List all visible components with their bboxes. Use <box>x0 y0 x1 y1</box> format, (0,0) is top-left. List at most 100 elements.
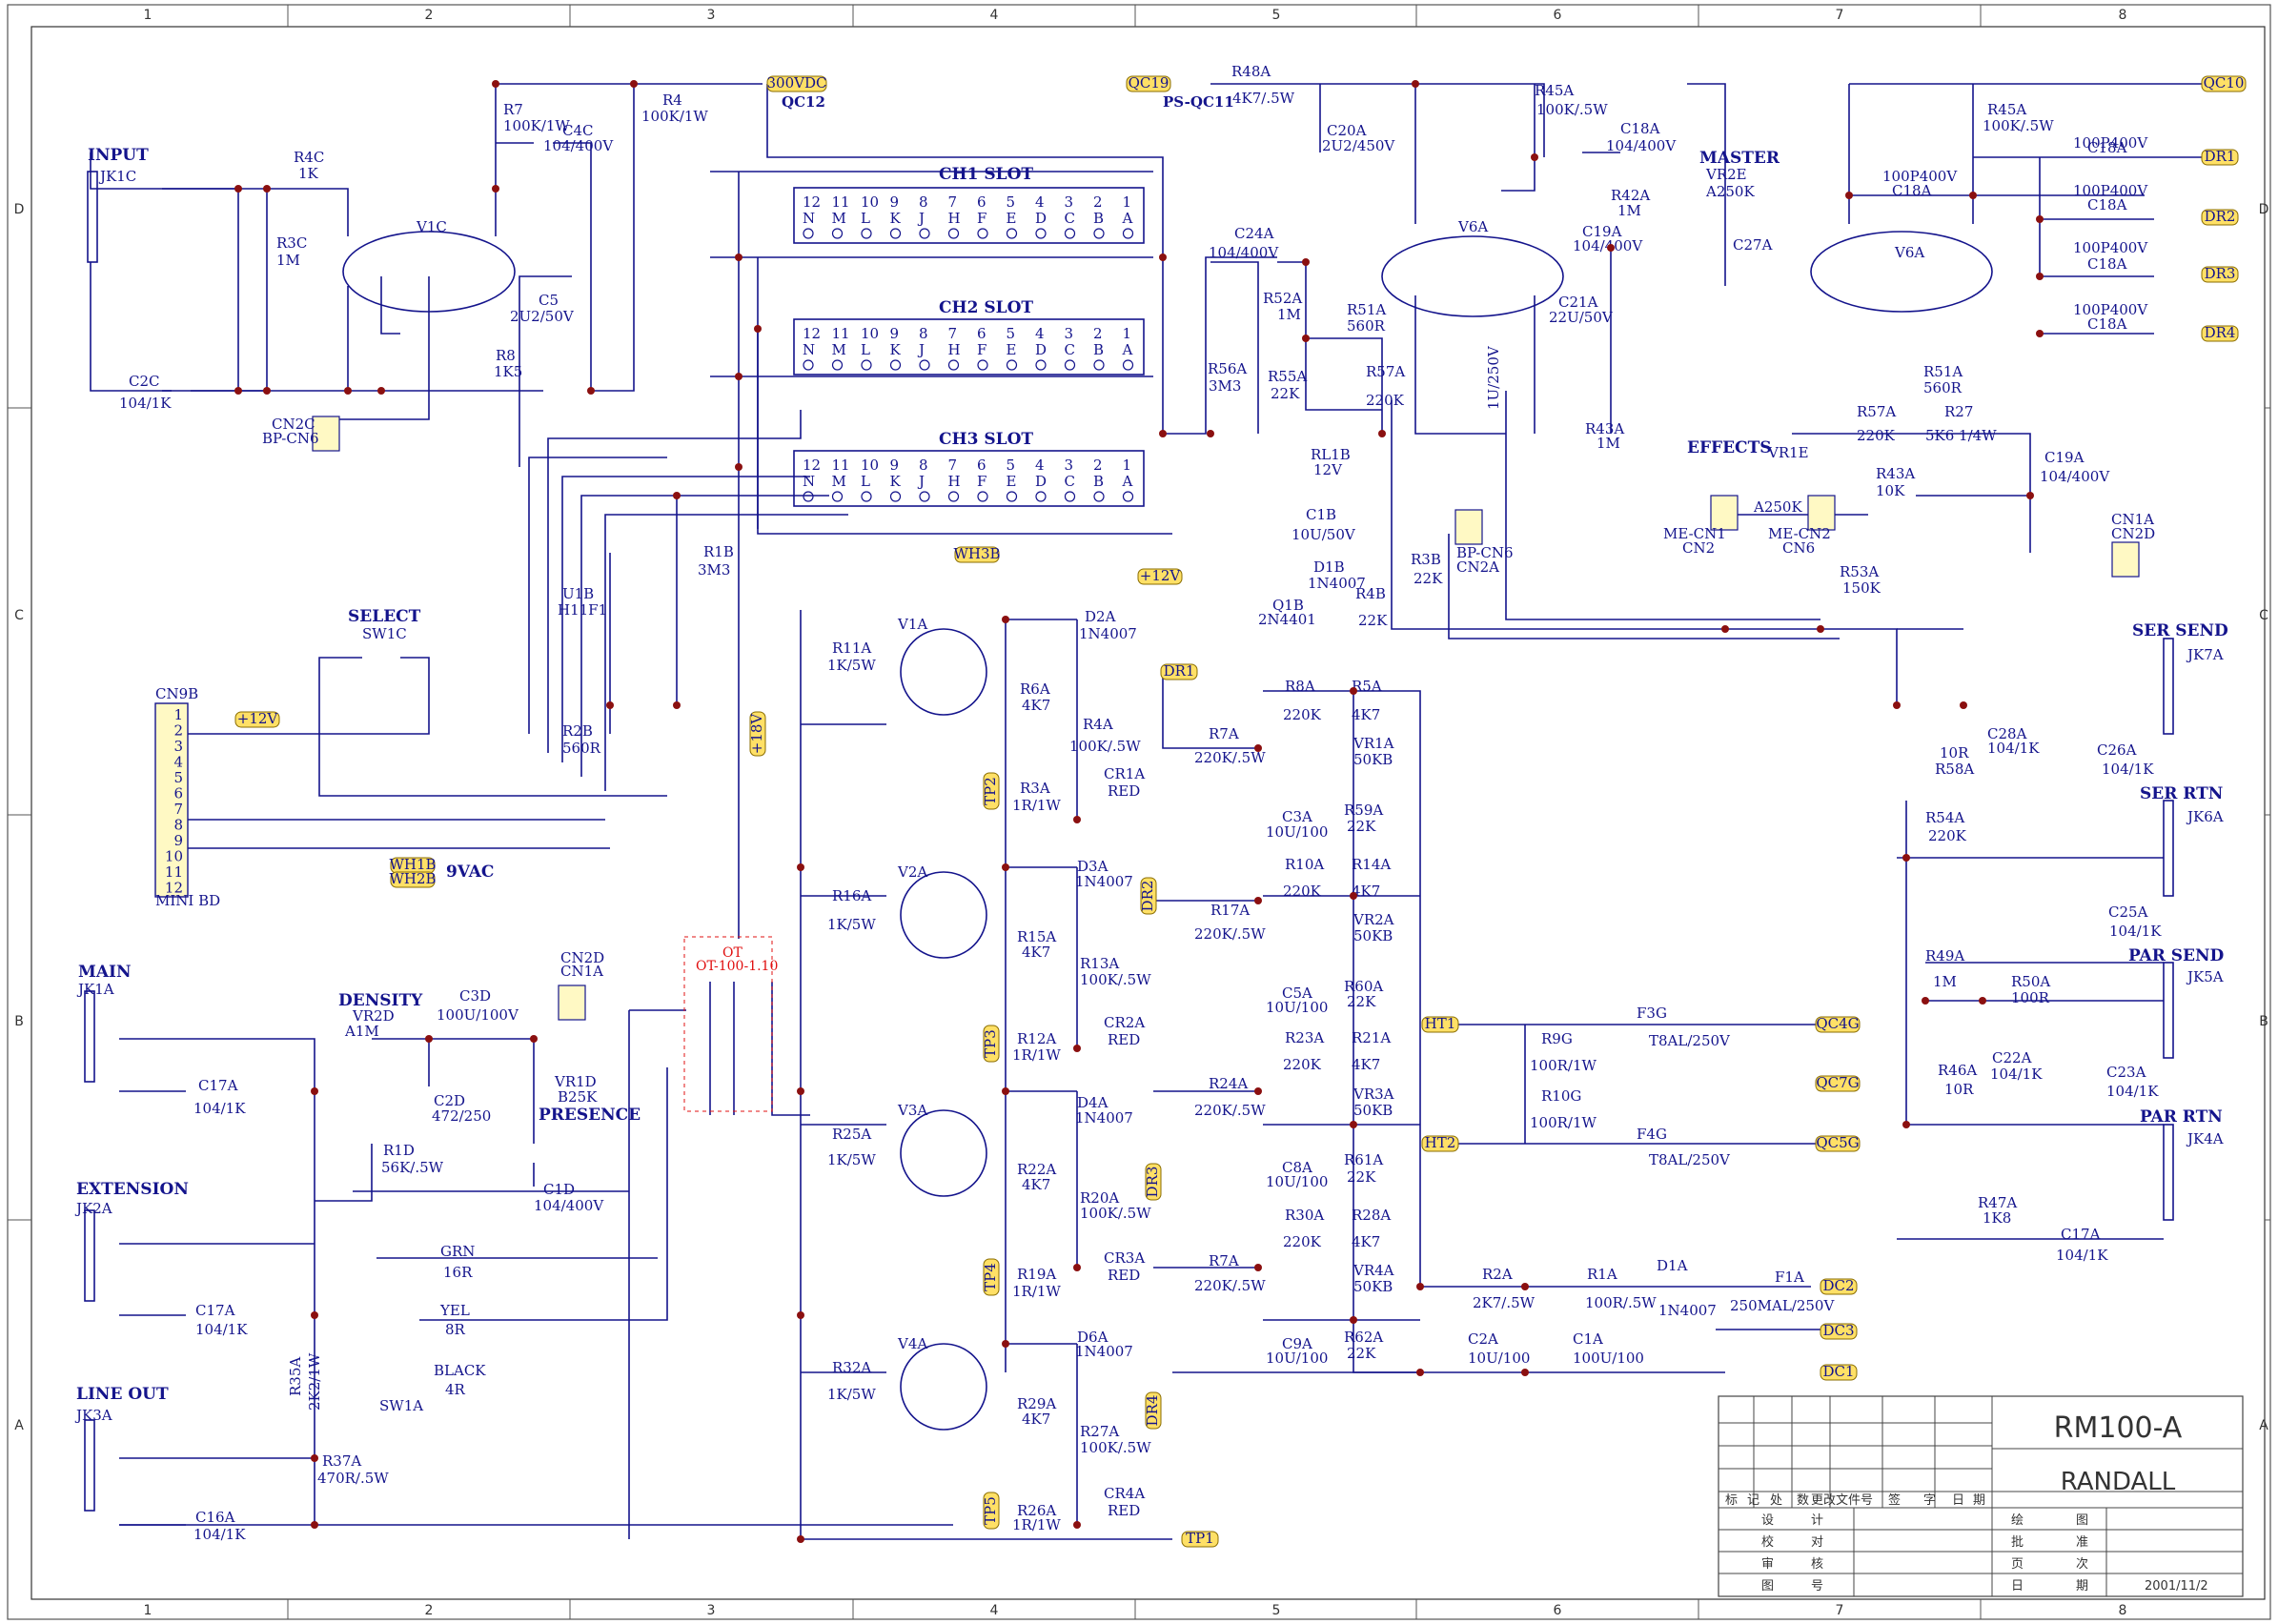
junction-dot <box>1350 1316 1357 1324</box>
slot-pin-letter: C <box>1065 341 1075 358</box>
cn9b-pin-number: 9 <box>173 832 183 849</box>
junction-dot <box>1302 335 1310 342</box>
net-tag-text: DR3 <box>1144 1167 1161 1198</box>
junction-dot <box>735 254 742 261</box>
net-tag-qc10 <box>2201 75 2247 92</box>
slot-pin <box>803 359 814 371</box>
slot-pin-letter: A <box>1122 210 1133 227</box>
junction-dot <box>2026 492 2034 499</box>
part-label-r27_v: 5K6 1/4W <box>1925 427 1997 444</box>
tb-header: 记 <box>1747 1493 1759 1508</box>
junction-dot <box>606 701 614 709</box>
net-tag-dc2 <box>1820 1278 1858 1295</box>
part-label-r35a_v: 2K2/1W <box>306 1352 323 1411</box>
ch1-title: CH1 SLOT <box>939 165 1033 184</box>
col-label: 4 <box>990 1603 999 1618</box>
slot-pin-number: 11 <box>832 325 850 342</box>
slot-pin-letter: A <box>1122 341 1133 358</box>
part-label-r7_v: 100K/1W <box>503 117 570 134</box>
part-label-bpcn6b: BP-CN6 <box>1456 544 1514 561</box>
part-label-r1a: R1A <box>1587 1266 1617 1283</box>
part-label-r10a_v: 220K <box>1283 883 1322 900</box>
part-label-v1a: V1A <box>897 616 927 633</box>
part-label-r21a_v: 4K7 <box>1352 1056 1380 1073</box>
net-tag-text: 300VDC <box>767 74 827 91</box>
part-label-d4a: D4A <box>1077 1094 1108 1111</box>
tube-v4a <box>900 1343 987 1431</box>
slot-pin-number: 5 <box>1007 193 1016 211</box>
jk1c-label: JK1C <box>98 168 136 185</box>
grn-label: GRN <box>440 1243 475 1260</box>
part-label-c18a_3b: C18A <box>2087 196 2127 213</box>
tb-header: 日 <box>1952 1493 1964 1508</box>
part-label-cr3a_v: RED <box>1108 1267 1140 1284</box>
net-tag-text: DR1 <box>1164 662 1195 680</box>
net-tag-text: HT2 <box>1425 1134 1456 1151</box>
slot-pin-number: 5 <box>1007 325 1016 342</box>
tb-label: 图 <box>2076 1513 2088 1528</box>
net-tag-text: TP4 <box>982 1263 999 1291</box>
net-tag-text: TP5 <box>982 1496 999 1525</box>
tb-header: 处 <box>1770 1493 1782 1508</box>
part-label-r52a_v: 1M <box>1277 306 1301 323</box>
cn9b-pin-number: 6 <box>173 785 183 802</box>
net-tag-text: DR2 <box>2205 208 2236 225</box>
part-label-r2a: R2A <box>1482 1266 1513 1283</box>
vac-label: 9VAC <box>446 863 494 882</box>
slot-pin <box>831 228 844 239</box>
part-label-cr4a_v: RED <box>1108 1502 1140 1519</box>
slot-pin-number: 12 <box>803 193 821 211</box>
part-label-r43a2: R43A <box>1876 465 1915 482</box>
slot-pin-number: 1 <box>1123 325 1132 342</box>
part-label-r32a: R32A <box>832 1359 871 1376</box>
slot-pin-letter: N <box>803 210 815 227</box>
junction-dot <box>1845 192 1853 199</box>
slot-pin <box>861 491 872 502</box>
tb-label: 图 <box>1761 1579 1774 1594</box>
junction-dot <box>1378 430 1386 437</box>
slot-pin <box>1006 491 1018 502</box>
slot-pin-letter: K <box>890 210 902 227</box>
junction-dot <box>1073 1045 1081 1052</box>
part-label-vr2e: VR2E <box>1705 166 1747 183</box>
part-label-r19a: R19A <box>1017 1266 1056 1283</box>
part-label-r45a: R45A <box>1535 82 1574 99</box>
net-tag-dr1 <box>1160 663 1198 680</box>
net-tag-text: DC3 <box>1822 1322 1854 1339</box>
slot-pin-grid: 12N11M10L9K8J7H6F5E4D3C2B1A12N11M10L9K8J… <box>803 193 1134 502</box>
slot-pin <box>1122 359 1134 371</box>
part-label-c2a_v: 10U/100 <box>1468 1350 1530 1367</box>
part-label-u1b_v: H11F1 <box>558 601 607 619</box>
tb-header: 标 <box>1725 1493 1738 1508</box>
part-label-c20a_v: 2U2/450V <box>1322 137 1395 154</box>
part-label-vr4a_v: 50KB <box>1353 1278 1393 1295</box>
part-label-c2d_v: 472/250 <box>432 1107 491 1125</box>
part-label-f1a: F1A <box>1775 1269 1804 1286</box>
part-label-r53a: R53A <box>1840 563 1879 580</box>
slot-pin-number: 7 <box>948 457 958 474</box>
part-label-r59a_v: 22K <box>1347 818 1376 835</box>
part-label-c25a: C25A <box>2108 903 2148 921</box>
master-title: MASTER <box>1699 149 1780 168</box>
part-label-d1b: D1B <box>1313 558 1345 576</box>
junction-dot <box>1969 192 1977 199</box>
net-tag-dc3 <box>1820 1323 1858 1340</box>
col-label: 6 <box>1554 8 1562 23</box>
tube-v3a <box>900 1109 987 1197</box>
junction-dot <box>311 1311 318 1319</box>
part-label-vr3a_v: 50KB <box>1353 1102 1393 1119</box>
small-connectors <box>312 416 2140 1021</box>
row-label: B <box>14 1014 24 1029</box>
junction-dot <box>1922 997 1929 1005</box>
effects-title: EFFECTS <box>1687 438 1772 457</box>
part-label-r61a: R61A <box>1344 1151 1383 1168</box>
part-label-q1b: Q1B <box>1272 597 1304 614</box>
slot-pin-number: 8 <box>919 193 928 211</box>
part-label-r9g_v: 100R/1W <box>1530 1057 1597 1074</box>
junction-dot <box>735 373 742 380</box>
junction-dot <box>1073 1521 1081 1529</box>
part-label-r35a: R35A <box>287 1357 304 1396</box>
ot-outline <box>683 936 773 1112</box>
slot-pin-number: 4 <box>1035 325 1045 342</box>
part-label-r11a: R11A <box>832 639 871 657</box>
